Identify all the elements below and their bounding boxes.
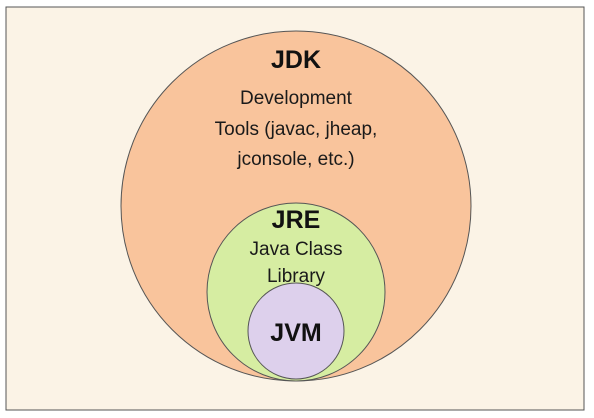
jdk-title: JDK — [271, 46, 321, 74]
jdk-description-line-3: jconsole, etc.) — [236, 149, 354, 170]
jdk-description-line-1: Development — [240, 88, 353, 109]
jre-description-line-2: Library — [267, 266, 326, 287]
jre-description-line-1: Java Class — [250, 239, 343, 260]
jvm-title: JVM — [270, 319, 321, 347]
jre-title: JRE — [272, 206, 321, 234]
jdk-description-line-2: Tools (javac, jheap, — [215, 119, 378, 140]
jvm-circle — [247, 282, 345, 380]
